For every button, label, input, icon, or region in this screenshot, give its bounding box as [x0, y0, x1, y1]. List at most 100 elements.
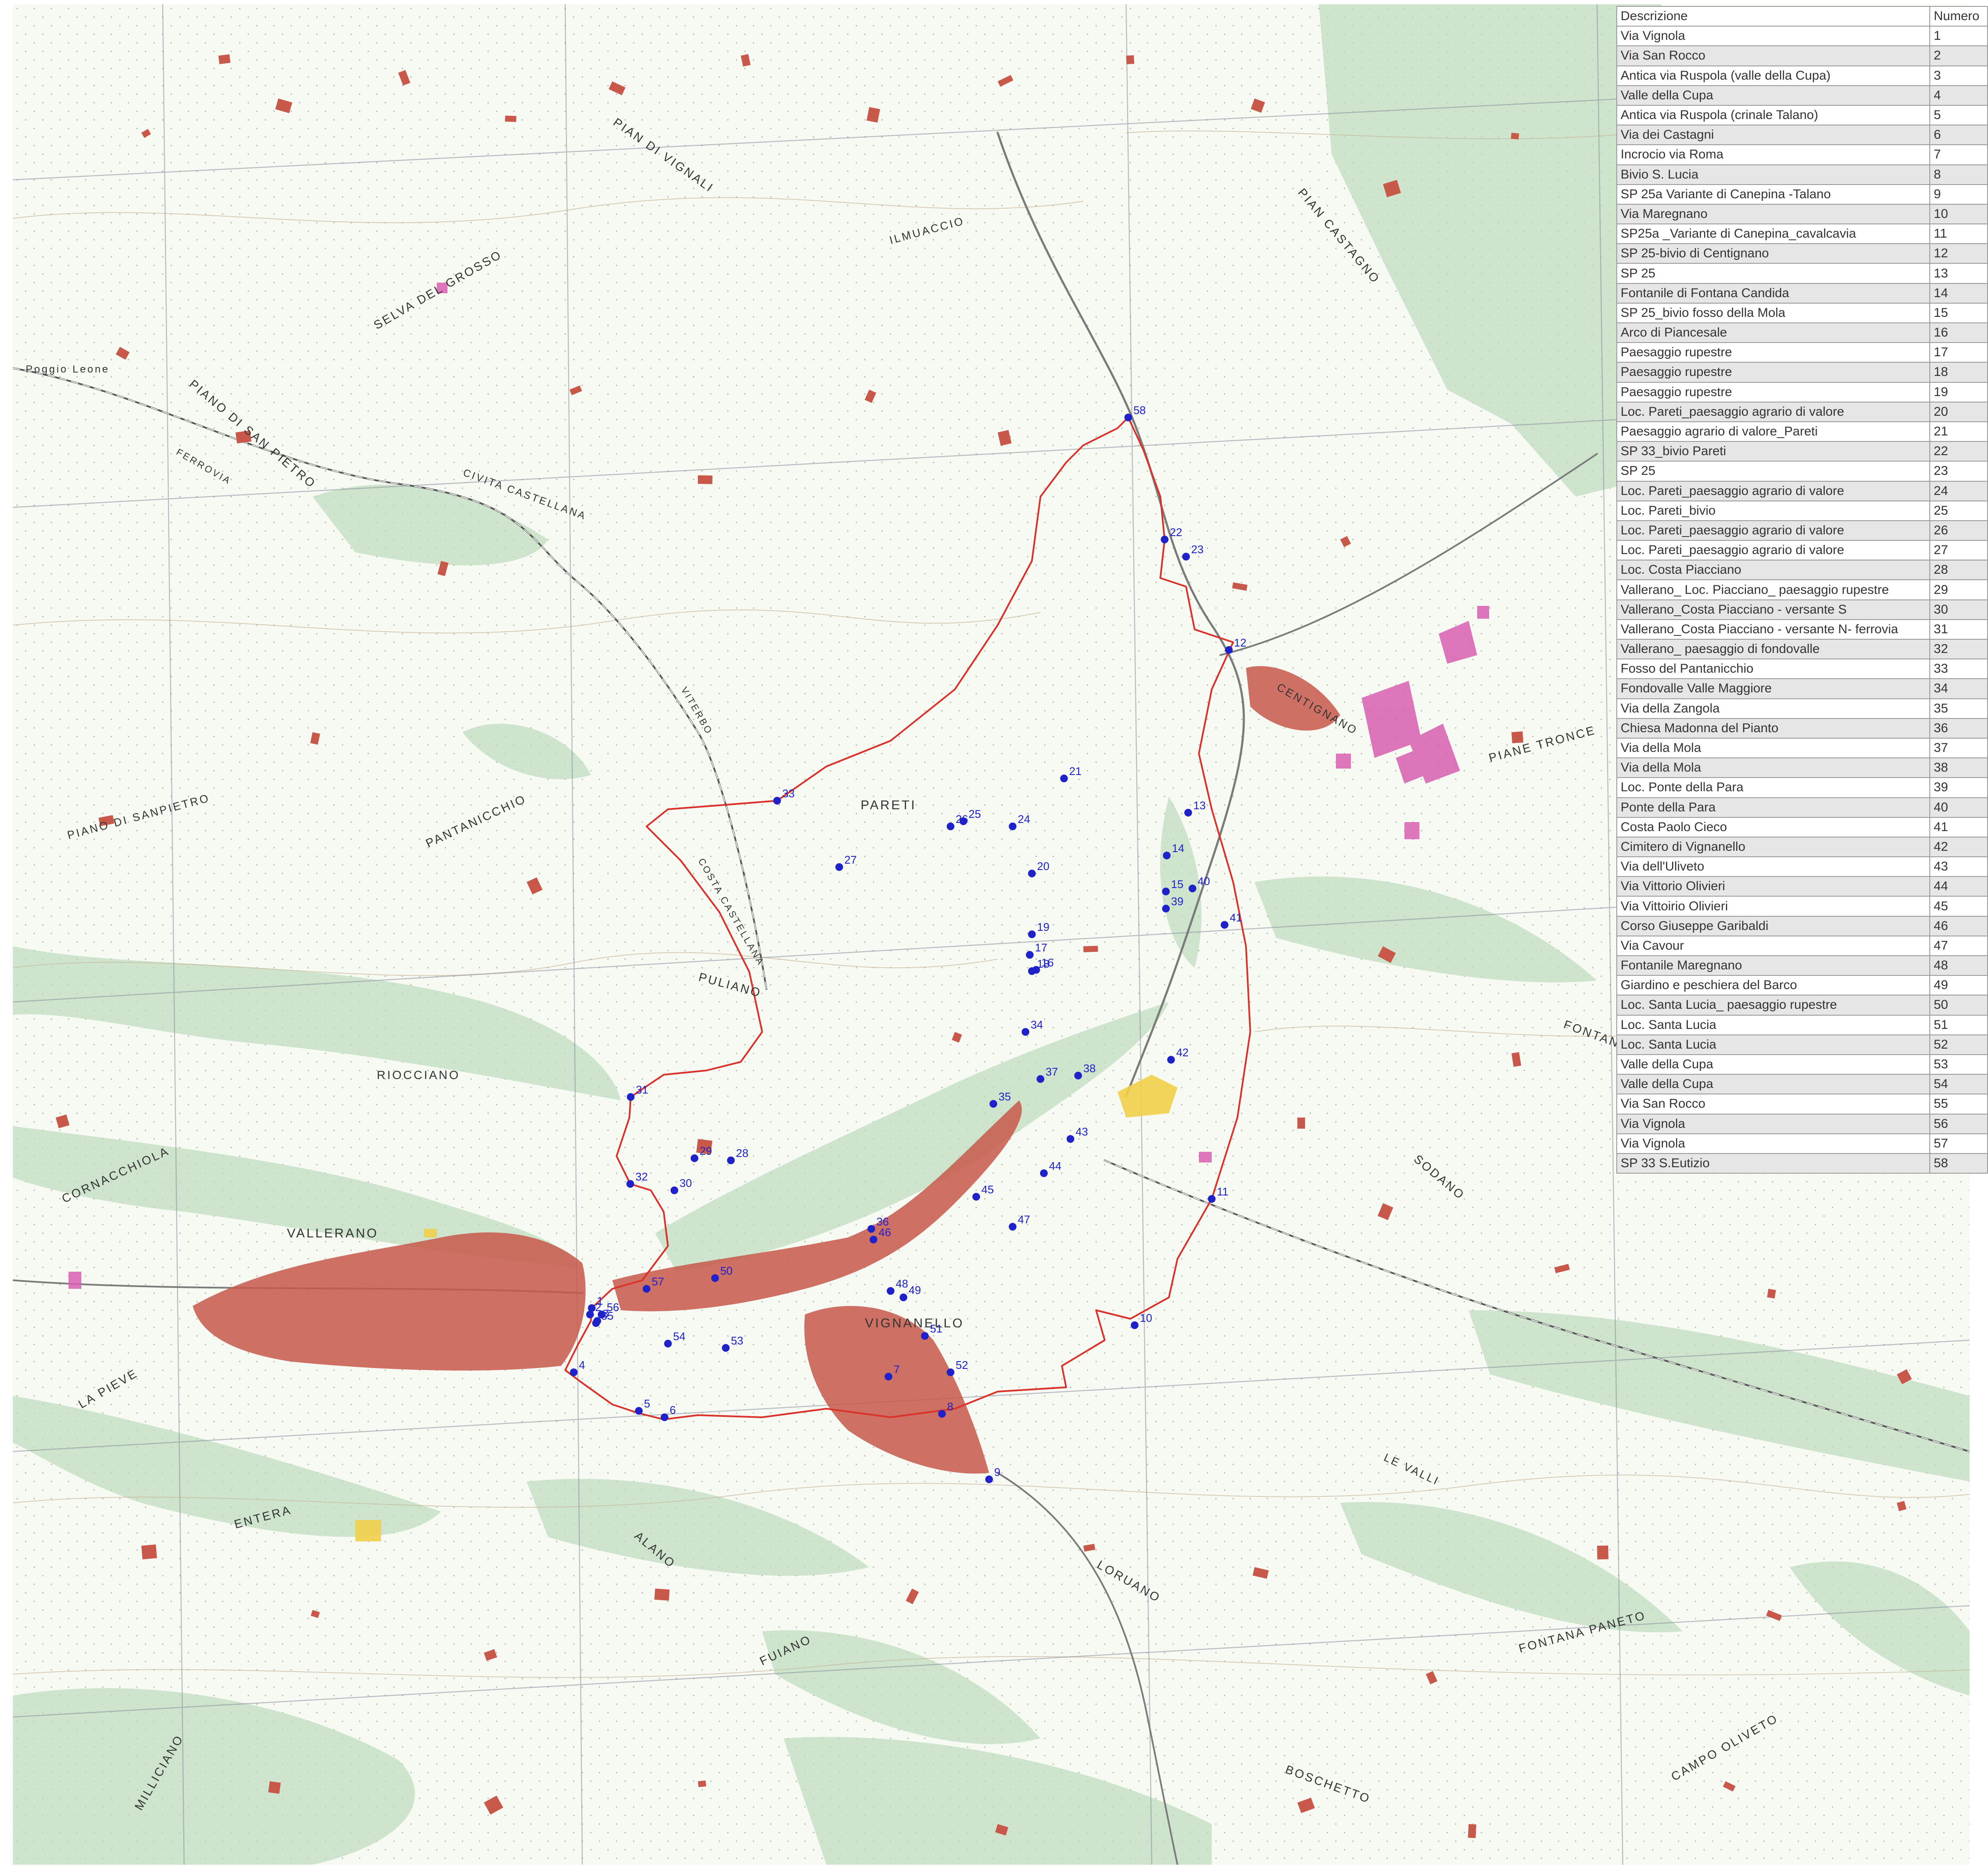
- marker-point-10[interactable]: 10: [1131, 1312, 1152, 1329]
- marker-dot[interactable]: [1131, 1321, 1139, 1329]
- marker-point-22[interactable]: 22: [1161, 526, 1182, 543]
- marker-dot[interactable]: [1182, 553, 1190, 560]
- marker-dot[interactable]: [985, 1476, 993, 1483]
- marker-point-42[interactable]: 42: [1167, 1046, 1189, 1064]
- marker-point-49[interactable]: 49: [900, 1284, 921, 1301]
- marker-point-17[interactable]: 17: [1026, 941, 1047, 959]
- marker-dot[interactable]: [1022, 1028, 1029, 1036]
- marker-point-18[interactable]: 18: [1028, 957, 1049, 975]
- marker-dot[interactable]: [727, 1157, 735, 1164]
- marker-point-26[interactable]: 26: [947, 813, 968, 830]
- marker-point-1[interactable]: 1: [588, 1294, 603, 1312]
- marker-dot[interactable]: [586, 1311, 594, 1318]
- marker-dot[interactable]: [1060, 775, 1068, 782]
- marker-dot[interactable]: [773, 797, 781, 805]
- marker-dot[interactable]: [960, 817, 967, 825]
- marker-dot[interactable]: [635, 1407, 643, 1415]
- marker-dot[interactable]: [1028, 967, 1036, 975]
- marker-point-30[interactable]: 30: [671, 1177, 692, 1194]
- marker-dot[interactable]: [1161, 536, 1168, 543]
- marker-dot[interactable]: [592, 1319, 600, 1327]
- marker-point-38[interactable]: 38: [1074, 1062, 1096, 1079]
- marker-point-56[interactable]: 56: [598, 1301, 619, 1318]
- marker-point-8[interactable]: 8: [938, 1400, 953, 1418]
- marker-dot[interactable]: [1167, 1056, 1175, 1064]
- marker-point-23[interactable]: 23: [1182, 543, 1204, 560]
- marker-point-32[interactable]: 32: [626, 1170, 648, 1188]
- marker-dot[interactable]: [1009, 1223, 1016, 1231]
- marker-dot[interactable]: [972, 1193, 980, 1201]
- marker-point-51[interactable]: 51: [921, 1322, 942, 1340]
- marker-dot[interactable]: [691, 1154, 698, 1162]
- marker-point-24[interactable]: 24: [1009, 813, 1030, 830]
- marker-dot[interactable]: [947, 1368, 954, 1376]
- marker-point-12[interactable]: 12: [1225, 636, 1246, 654]
- marker-point-35[interactable]: 35: [990, 1090, 1011, 1108]
- marker-dot[interactable]: [1184, 809, 1192, 817]
- marker-dot[interactable]: [1040, 1169, 1048, 1177]
- marker-dot[interactable]: [1124, 414, 1132, 421]
- marker-point-48[interactable]: 48: [887, 1277, 908, 1295]
- marker-point-19[interactable]: 19: [1028, 921, 1049, 938]
- marker-dot[interactable]: [835, 863, 843, 871]
- marker-dot[interactable]: [885, 1373, 892, 1380]
- marker-point-6[interactable]: 6: [661, 1404, 676, 1421]
- marker-dot[interactable]: [1028, 870, 1036, 877]
- marker-dot[interactable]: [1067, 1135, 1074, 1143]
- marker-dot[interactable]: [722, 1344, 730, 1352]
- marker-point-52[interactable]: 52: [947, 1359, 968, 1376]
- marker-point-36[interactable]: 36: [867, 1215, 889, 1233]
- marker-dot[interactable]: [921, 1332, 929, 1340]
- marker-dot[interactable]: [1074, 1072, 1082, 1079]
- marker-point-9[interactable]: 9: [985, 1466, 1000, 1483]
- marker-point-15[interactable]: 15: [1162, 878, 1183, 895]
- marker-dot[interactable]: [1162, 888, 1170, 895]
- marker-dot[interactable]: [626, 1180, 634, 1188]
- marker-dot[interactable]: [1189, 885, 1196, 892]
- marker-dot[interactable]: [900, 1294, 907, 1301]
- marker-point-50[interactable]: 50: [711, 1264, 733, 1282]
- marker-point-54[interactable]: 54: [664, 1330, 686, 1347]
- marker-dot[interactable]: [570, 1368, 578, 1376]
- marker-dot[interactable]: [938, 1410, 946, 1418]
- marker-dot[interactable]: [887, 1287, 894, 1295]
- marker-dot[interactable]: [1221, 921, 1228, 929]
- marker-point-29[interactable]: 29: [691, 1145, 712, 1162]
- marker-point-7[interactable]: 7: [885, 1363, 900, 1380]
- marker-point-27[interactable]: 27: [835, 853, 857, 871]
- marker-point-37[interactable]: 37: [1037, 1065, 1058, 1083]
- marker-dot[interactable]: [1163, 852, 1171, 859]
- marker-point-21[interactable]: 21: [1060, 765, 1082, 782]
- marker-dot[interactable]: [870, 1236, 877, 1243]
- marker-dot[interactable]: [1162, 905, 1170, 912]
- marker-dot[interactable]: [627, 1093, 635, 1101]
- marker-dot[interactable]: [588, 1304, 596, 1312]
- marker-point-5[interactable]: 5: [635, 1397, 650, 1415]
- marker-point-14[interactable]: 14: [1163, 842, 1184, 859]
- marker-dot[interactable]: [1037, 1075, 1044, 1083]
- marker-point-43[interactable]: 43: [1067, 1125, 1088, 1143]
- marker-point-11[interactable]: 11: [1208, 1185, 1228, 1203]
- marker-point-44[interactable]: 44: [1040, 1160, 1061, 1177]
- marker-dot[interactable]: [643, 1285, 650, 1293]
- marker-dot[interactable]: [1009, 823, 1016, 830]
- marker-dot[interactable]: [1225, 646, 1233, 654]
- marker-point-57[interactable]: 57: [643, 1275, 664, 1293]
- marker-dot[interactable]: [598, 1311, 605, 1318]
- marker-point-53[interactable]: 53: [722, 1334, 743, 1352]
- marker-point-58[interactable]: 58: [1124, 404, 1146, 421]
- marker-dot[interactable]: [661, 1413, 668, 1421]
- marker-point-28[interactable]: 28: [727, 1147, 748, 1164]
- marker-point-40[interactable]: 40: [1189, 875, 1210, 892]
- marker-point-34[interactable]: 34: [1022, 1018, 1043, 1036]
- marker-dot[interactable]: [1028, 930, 1036, 938]
- marker-dot[interactable]: [1026, 951, 1034, 959]
- marker-point-41[interactable]: 41: [1221, 911, 1242, 929]
- marker-dot[interactable]: [1208, 1195, 1216, 1203]
- marker-point-2[interactable]: 2: [586, 1301, 601, 1318]
- marker-point-47[interactable]: 47: [1009, 1213, 1030, 1231]
- marker-dot[interactable]: [711, 1274, 719, 1282]
- marker-point-13[interactable]: 13: [1184, 799, 1206, 817]
- marker-point-39[interactable]: 39: [1162, 895, 1183, 912]
